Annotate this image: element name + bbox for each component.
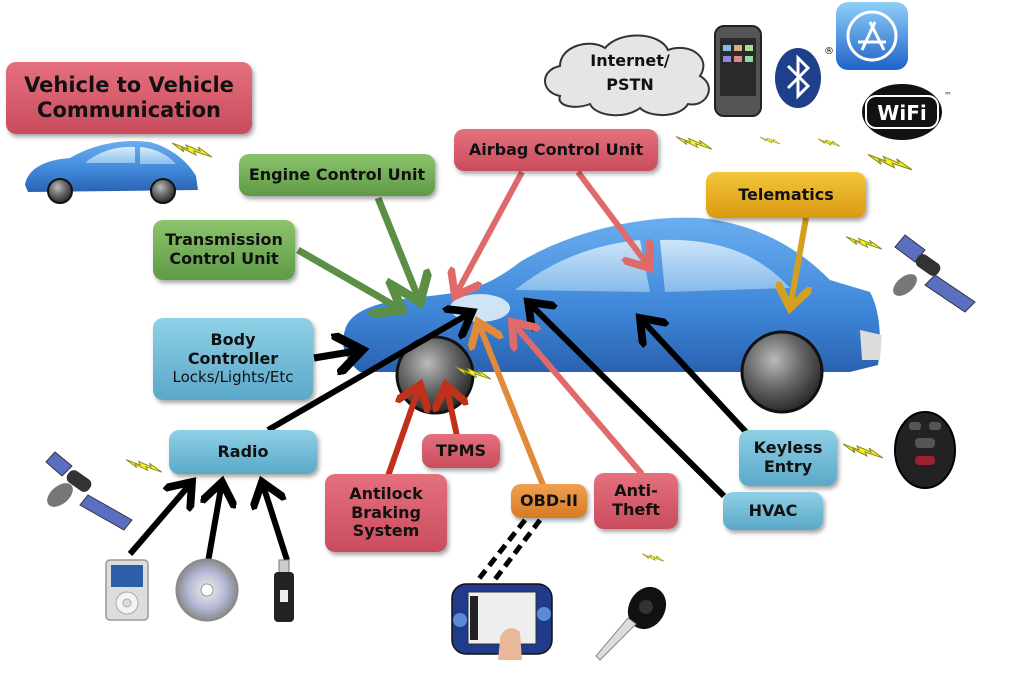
tpms-label: TPMS bbox=[435, 440, 487, 460]
obd-ii-box: OBD-II bbox=[511, 484, 587, 518]
hvac-box: HVAC bbox=[723, 492, 823, 530]
arrow-body bbox=[313, 350, 362, 358]
transmission-line-2: Control Unit bbox=[169, 249, 279, 268]
obd-label: OBD-II bbox=[520, 490, 578, 510]
small-car-icon bbox=[25, 140, 198, 204]
antitheft-bolt-icon bbox=[642, 552, 664, 563]
wireless-bolt-icon bbox=[172, 142, 212, 158]
key-fob-icon bbox=[894, 411, 956, 489]
dashed-link-obd-1 bbox=[476, 518, 527, 582]
cloud-label-line-1: Internet/ bbox=[590, 51, 670, 70]
transmission-line-1: Transmission bbox=[165, 230, 283, 250]
airbag-label: Airbag Control Unit bbox=[468, 139, 644, 159]
arrow-usb bbox=[262, 482, 290, 561]
keyless-line-1: Keyless bbox=[753, 438, 823, 458]
cd-icon bbox=[175, 558, 239, 622]
arrow-obd bbox=[478, 322, 548, 492]
arrow-transmission bbox=[296, 246, 402, 310]
app-store-icon bbox=[836, 2, 908, 70]
title-line-2: Communication bbox=[37, 98, 221, 122]
v2v-title-box: Vehicle to Vehicle Communication bbox=[6, 62, 252, 134]
registered-mark: ® bbox=[824, 46, 834, 57]
keyless-bolt-icon bbox=[842, 443, 884, 459]
wifi-bolt-icon bbox=[868, 153, 912, 171]
radio-satellite-icon bbox=[45, 451, 133, 531]
engine-label: Engine Control Unit bbox=[248, 164, 426, 184]
bluetooth-icon: ® bbox=[775, 46, 834, 108]
arrow-cd bbox=[208, 482, 222, 563]
arrow-airbag-rear bbox=[575, 170, 650, 268]
smartphone-icon bbox=[714, 25, 762, 117]
car-key-icon bbox=[595, 586, 667, 661]
radio-bolt-icon bbox=[126, 458, 162, 473]
anti-theft-box: Anti- Theft bbox=[594, 473, 678, 529]
bluetooth-bolt-icon bbox=[818, 137, 840, 148]
arrow-telematics bbox=[790, 217, 806, 308]
tpms-box: TPMS bbox=[422, 434, 500, 468]
arrow-keyless bbox=[640, 318, 749, 435]
airbag-control-unit-box: Airbag Control Unit bbox=[454, 129, 658, 171]
arrow-ipod bbox=[127, 482, 192, 556]
title-line-1: Vehicle to Vehicle bbox=[24, 73, 234, 98]
wifi-logo-icon: WiFi ™ bbox=[862, 84, 952, 140]
antitheft-line-1: Anti- bbox=[614, 481, 658, 501]
arrow-tpms bbox=[446, 385, 457, 437]
trademark-mark: ™ bbox=[944, 91, 952, 100]
body-line-1: Body bbox=[210, 330, 256, 350]
internet-cloud-icon: Internet/ PSTN bbox=[544, 34, 710, 117]
cloud-label-line-2: PSTN bbox=[606, 75, 654, 94]
telematics-label: Telematics bbox=[738, 184, 834, 204]
keyless-entry-box: Keyless Entry bbox=[739, 430, 837, 486]
engine-control-unit-box: Engine Control Unit bbox=[239, 154, 435, 196]
transmission-control-unit-box: Transmission Control Unit bbox=[153, 220, 295, 280]
abs-line-3: System bbox=[352, 521, 420, 541]
satellite-icon bbox=[893, 234, 976, 313]
ipod-icon bbox=[105, 559, 149, 621]
hvac-label: HVAC bbox=[748, 500, 798, 520]
arrow-engine bbox=[374, 196, 420, 302]
radio-label: Radio bbox=[217, 441, 269, 461]
antitheft-line-2: Theft bbox=[612, 500, 660, 519]
arrow-airbag-front bbox=[455, 170, 525, 296]
usb-drive-icon bbox=[274, 559, 294, 622]
arrow-antitheft bbox=[512, 322, 645, 476]
telematics-box: Telematics bbox=[706, 172, 866, 218]
connections bbox=[127, 170, 806, 584]
abs-line-2: Braking bbox=[351, 502, 421, 522]
abs-line-1: Antilock bbox=[349, 483, 423, 503]
arrow-hvac bbox=[528, 302, 727, 499]
body-line-2: Controller bbox=[187, 349, 279, 369]
radio-box: Radio bbox=[169, 430, 317, 474]
antilock-braking-system-box: Antilock Braking System bbox=[325, 474, 447, 552]
phone-bolt-icon bbox=[760, 135, 780, 146]
dashed-link-obd-2 bbox=[491, 518, 542, 584]
obd-scanner-icon bbox=[451, 583, 553, 660]
keyless-line-2: Entry bbox=[763, 457, 813, 476]
arrow-radio bbox=[266, 312, 472, 433]
satellite-bolt-icon bbox=[846, 235, 882, 251]
arrow-abs bbox=[385, 385, 420, 477]
wifi-text: WiFi bbox=[877, 101, 926, 125]
cloud-bolt-icon bbox=[676, 135, 712, 151]
body-sub: Locks/Lights/Etc bbox=[172, 368, 294, 387]
body-controller-box: Body Controller Locks/Lights/Etc bbox=[153, 318, 313, 400]
